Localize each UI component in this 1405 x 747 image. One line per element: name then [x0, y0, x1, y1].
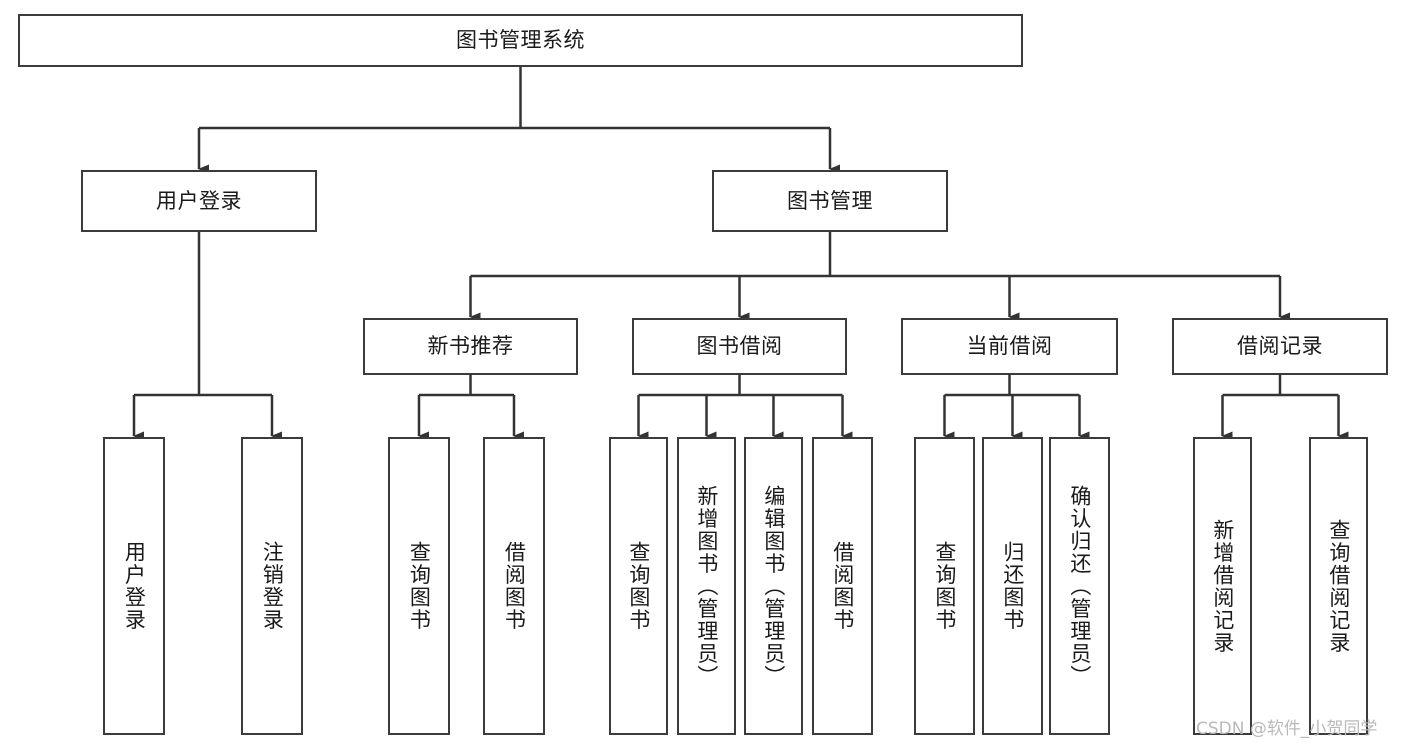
node-leaf-query-book-3[interactable]: 查询图书 — [914, 437, 975, 735]
node-leaf-return-book[interactable]: 归还图书 — [982, 437, 1043, 735]
node-leaf-borrow-book-2[interactable]: 借阅图书 — [812, 437, 873, 735]
node-root[interactable]: 图书管理系统 — [18, 14, 1023, 67]
node-label: 编辑图书（管理员） — [761, 484, 786, 688]
node-leaf-user-login[interactable]: 用户登录 — [103, 437, 165, 735]
node-label: 查询图书 — [626, 541, 651, 631]
node-label: 借阅图书 — [502, 541, 527, 631]
node-leaf-query-book-2[interactable]: 查询图书 — [609, 437, 668, 735]
node-label: 注销登录 — [260, 541, 285, 631]
node-label: 用户登录 — [156, 188, 242, 213]
node-leaf-query-record[interactable]: 查询借阅记录 — [1309, 437, 1368, 735]
node-book-borrow[interactable]: 图书借阅 — [632, 318, 847, 375]
node-label: 确认归还（管理员） — [1067, 484, 1092, 688]
node-new-book-rec[interactable]: 新书推荐 — [363, 318, 578, 375]
node-leaf-add-book[interactable]: 新增图书（管理员） — [677, 437, 736, 735]
node-label: 查询图书 — [932, 541, 957, 631]
node-label: 新书推荐 — [427, 334, 514, 359]
node-leaf-logout[interactable]: 注销登录 — [241, 437, 303, 735]
node-label: 借阅图书 — [830, 541, 855, 631]
node-label: 图书管理系统 — [456, 28, 585, 53]
node-label: 图书借阅 — [696, 334, 783, 359]
node-leaf-confirm-return[interactable]: 确认归还（管理员） — [1049, 437, 1110, 735]
node-current-borrow[interactable]: 当前借阅 — [901, 318, 1118, 375]
node-label: 新增借阅记录 — [1210, 518, 1235, 654]
node-label: 图书管理 — [787, 188, 873, 213]
csdn-watermark: CSDN @软件_小贺同学 — [1196, 719, 1378, 739]
node-leaf-borrow-book-1[interactable]: 借阅图书 — [483, 437, 545, 735]
node-label: 查询图书 — [407, 541, 432, 631]
node-label: 当前借阅 — [966, 334, 1053, 359]
node-leaf-edit-book[interactable]: 编辑图书（管理员） — [744, 437, 803, 735]
node-leaf-add-record[interactable]: 新增借阅记录 — [1193, 437, 1252, 735]
node-label: 借阅记录 — [1237, 334, 1323, 359]
node-user-login[interactable]: 用户登录 — [81, 170, 317, 232]
edge-group — [132, 67, 1349, 441]
node-label: 用户登录 — [122, 541, 147, 631]
node-label: 归还图书 — [1000, 541, 1025, 631]
node-book-manage[interactable]: 图书管理 — [712, 170, 948, 232]
node-borrow-record[interactable]: 借阅记录 — [1172, 318, 1388, 375]
node-leaf-query-book-1[interactable]: 查询图书 — [388, 437, 450, 735]
node-label: 查询借阅记录 — [1326, 518, 1351, 654]
node-label: 新增图书（管理员） — [694, 484, 719, 688]
